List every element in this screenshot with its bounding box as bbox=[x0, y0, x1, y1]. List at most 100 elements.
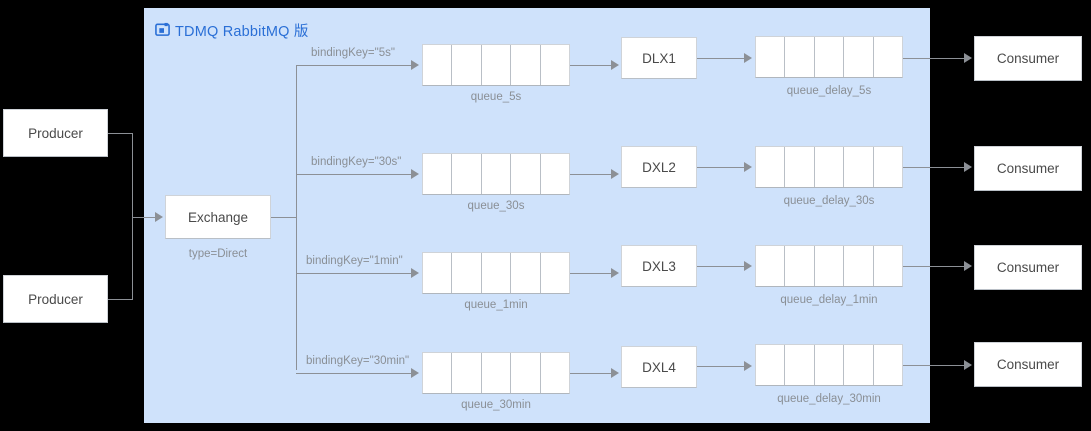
queue-cell bbox=[785, 345, 815, 385]
dlx-box-2[interactable]: DXL2 bbox=[621, 146, 697, 188]
queue-cell bbox=[815, 345, 845, 385]
consumer2-arrow bbox=[964, 162, 972, 172]
queue-box-4[interactable] bbox=[422, 352, 570, 394]
consumer-label: Consumer bbox=[996, 260, 1060, 275]
producer-bus-v bbox=[132, 133, 133, 300]
dlx2-to-delayqueue-arrow bbox=[744, 162, 752, 172]
queue-box-3[interactable] bbox=[422, 252, 570, 294]
delay-queue-box-1[interactable] bbox=[755, 36, 903, 78]
dlx-label: DXL3 bbox=[642, 258, 676, 274]
queue-cell bbox=[541, 253, 569, 293]
queue1-to-dlx-arrow bbox=[611, 60, 619, 70]
queue-cell bbox=[756, 345, 786, 385]
queue-cell bbox=[756, 246, 786, 286]
dlx-box-3[interactable]: DXL3 bbox=[621, 245, 697, 287]
exchange-outbound-line bbox=[271, 217, 297, 218]
queue2-to-dlx-arrow bbox=[611, 169, 619, 179]
exchange-inbound-line bbox=[132, 217, 157, 218]
producer-label: Producer bbox=[28, 291, 83, 307]
queue-cell bbox=[815, 37, 845, 77]
dlx3-to-delayqueue-line bbox=[697, 266, 745, 267]
delayqueue3-to-consumer-line bbox=[903, 266, 965, 267]
panel-title: TDMQ RabbitMQ 版 bbox=[175, 24, 309, 40]
consumer3-arrow bbox=[964, 261, 972, 271]
branch-trunk-v bbox=[296, 65, 297, 370]
queue-cell bbox=[511, 154, 541, 194]
queue-cell bbox=[482, 353, 512, 393]
producer2-connector-h bbox=[108, 299, 132, 300]
queue-cell bbox=[844, 37, 874, 77]
delay-queue-label-3: queue_delay_1min bbox=[780, 294, 878, 306]
consumer-box-4[interactable]: Consumer bbox=[974, 342, 1082, 387]
queue-cell bbox=[482, 253, 512, 293]
tdmq-logo-icon bbox=[155, 22, 170, 37]
dlx3-to-delayqueue-arrow bbox=[744, 261, 752, 271]
dlx1-to-delayqueue-line bbox=[697, 58, 745, 59]
delayqueue1-to-consumer-line bbox=[903, 58, 965, 59]
consumer-label: Consumer bbox=[996, 51, 1060, 66]
queue-cell bbox=[785, 147, 815, 187]
delay-queue-label-1: queue_delay_5s bbox=[786, 85, 872, 97]
queue-cell bbox=[511, 45, 541, 85]
branch3-arrow bbox=[411, 268, 419, 278]
queue-cell bbox=[452, 154, 482, 194]
queue-cell bbox=[482, 154, 512, 194]
dlx-box-4[interactable]: DXL4 bbox=[621, 346, 697, 388]
producer-box-1[interactable]: Producer bbox=[3, 109, 108, 157]
branch1-line bbox=[296, 65, 412, 66]
consumer-box-1[interactable]: Consumer bbox=[974, 36, 1082, 81]
queue-box-2[interactable] bbox=[422, 153, 570, 195]
queue-cell bbox=[785, 246, 815, 286]
queue-cell bbox=[874, 147, 902, 187]
queue-cell bbox=[815, 147, 845, 187]
delayqueue2-to-consumer-line bbox=[903, 167, 965, 168]
exchange-label: Exchange bbox=[187, 209, 249, 225]
dlx-label: DLX1 bbox=[642, 50, 676, 66]
queue-label-4: queue_30min bbox=[461, 399, 531, 411]
dlx1-to-delayqueue-arrow bbox=[744, 53, 752, 63]
queue-label-1: queue_5s bbox=[470, 91, 522, 103]
consumer-label: Consumer bbox=[996, 161, 1060, 176]
producer1-connector-h bbox=[108, 133, 132, 134]
delay-queue-box-2[interactable] bbox=[755, 146, 903, 188]
dlx2-to-delayqueue-line bbox=[697, 167, 745, 168]
queue-cell bbox=[452, 353, 482, 393]
branch2-arrow bbox=[411, 169, 419, 179]
binding-key-label-4: bindingKey="30min" bbox=[306, 355, 410, 367]
producer-box-2[interactable]: Producer bbox=[3, 275, 108, 323]
queue-cell bbox=[511, 353, 541, 393]
dlx-box-1[interactable]: DLX1 bbox=[621, 37, 697, 79]
queue1-to-dlx-line bbox=[570, 65, 612, 66]
dlx-label: DXL4 bbox=[642, 359, 676, 375]
queue-cell bbox=[844, 147, 874, 187]
dlx4-to-delayqueue-line bbox=[697, 366, 745, 367]
queue-box-1[interactable] bbox=[422, 44, 570, 86]
dlx-label: DXL2 bbox=[642, 159, 676, 175]
consumer1-arrow bbox=[964, 53, 972, 63]
consumer4-arrow bbox=[964, 360, 972, 370]
dlx4-to-delayqueue-arrow bbox=[744, 361, 752, 371]
queue-cell bbox=[756, 147, 786, 187]
exchange-inbound-arrow bbox=[155, 212, 163, 222]
branch2-line bbox=[296, 174, 412, 175]
exchange-box[interactable]: Exchange bbox=[165, 195, 271, 239]
queue-cell bbox=[541, 353, 569, 393]
queue-cell bbox=[874, 37, 902, 77]
consumer-label: Consumer bbox=[996, 357, 1060, 372]
delayqueue4-to-consumer-line bbox=[903, 365, 965, 366]
delay-queue-box-4[interactable] bbox=[755, 344, 903, 386]
queue-cell bbox=[541, 45, 569, 85]
queue-cell bbox=[541, 154, 569, 194]
consumer-box-3[interactable]: Consumer bbox=[974, 245, 1082, 290]
branch4-arrow bbox=[411, 368, 419, 378]
queue3-to-dlx-arrow bbox=[611, 268, 619, 278]
branch3-line bbox=[296, 273, 412, 274]
delay-queue-box-3[interactable] bbox=[755, 245, 903, 287]
queue-cell bbox=[844, 246, 874, 286]
queue4-to-dlx-arrow bbox=[611, 368, 619, 378]
queue-cell bbox=[482, 45, 512, 85]
delay-queue-label-2: queue_delay_30s bbox=[783, 195, 875, 207]
consumer-box-2[interactable]: Consumer bbox=[974, 146, 1082, 191]
delay-queue-label-4: queue_delay_30min bbox=[777, 393, 881, 405]
branch1-arrow bbox=[411, 60, 419, 70]
